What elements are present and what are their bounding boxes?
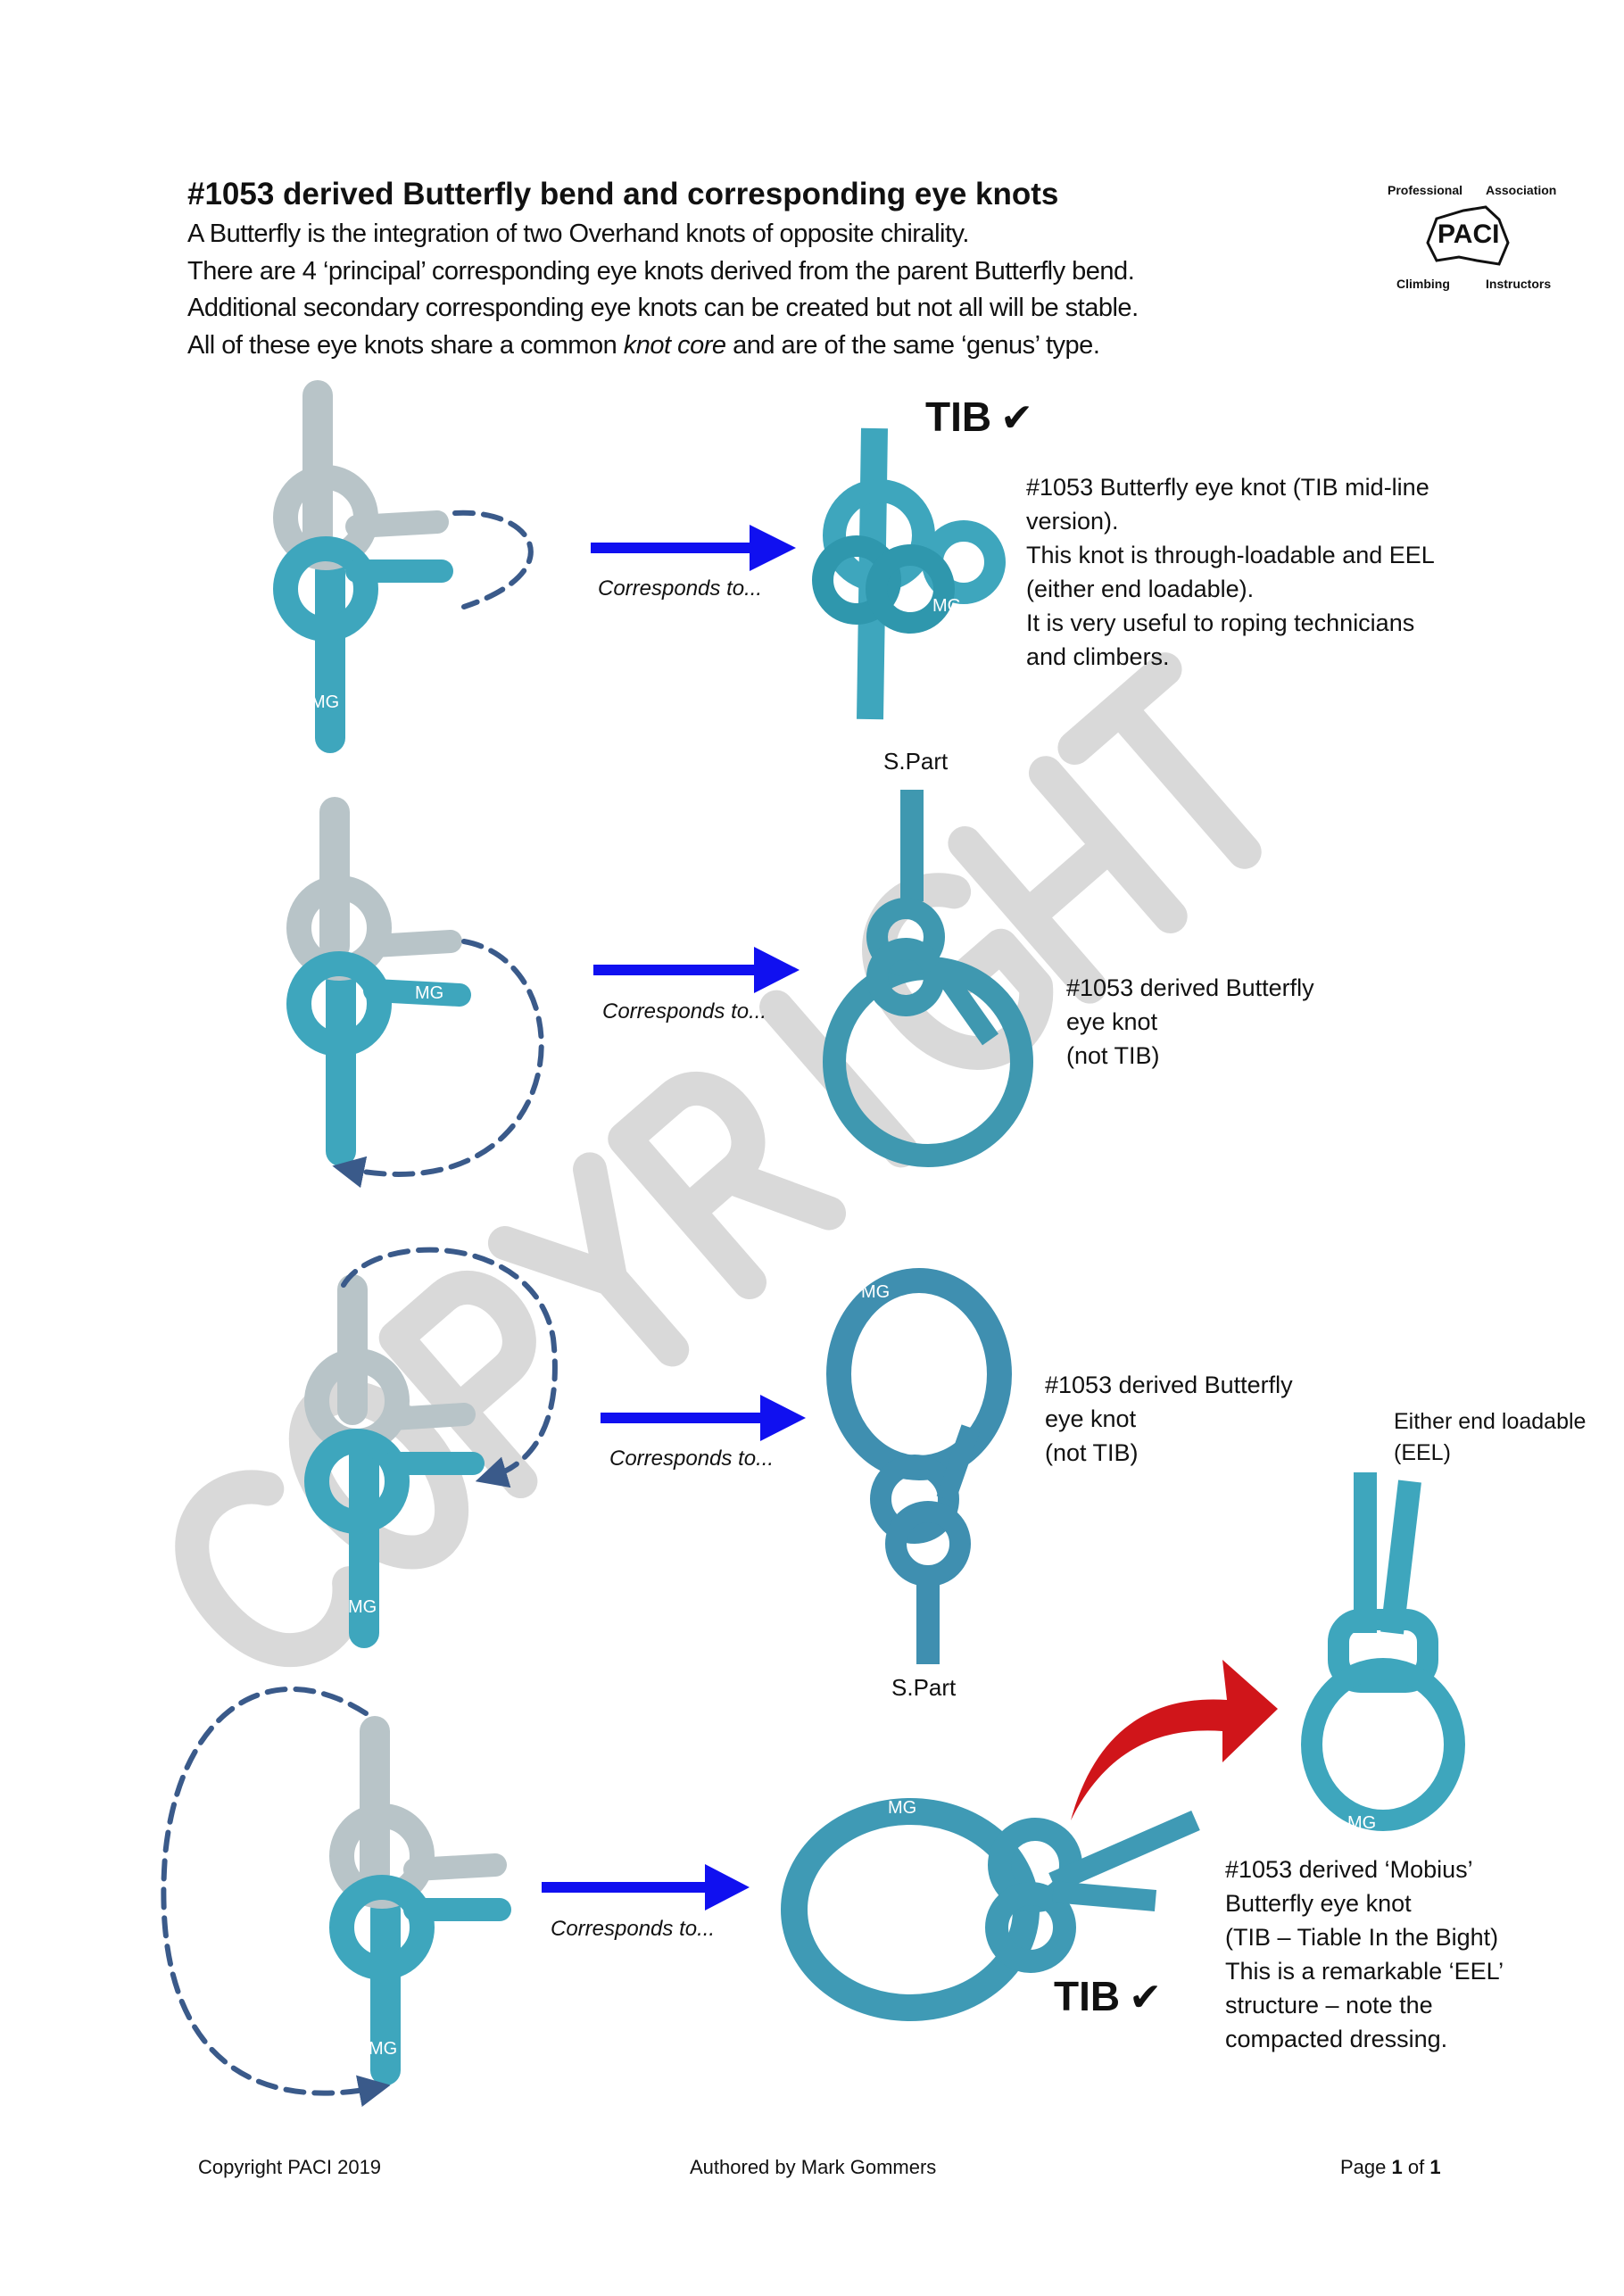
page-title: #1053 derived Butterfly bend and corresp… bbox=[187, 177, 1059, 211]
description-line: eye knot bbox=[1045, 1405, 1137, 1432]
page-current: 1 bbox=[1391, 2156, 1403, 2178]
watermark-letter-r bbox=[608, 1071, 847, 1299]
row2-bend-image bbox=[286, 797, 544, 1189]
description-line: (TIB – Tiable In the Bight) bbox=[1225, 1924, 1499, 1951]
description-line: #1053 derived Butterfly bbox=[1045, 1372, 1293, 1398]
rope-marker: MG bbox=[861, 1282, 891, 1302]
watermark-letter-c bbox=[175, 1470, 367, 1667]
description-line: #1053 Butterfly eye knot (TIB mid-line bbox=[1026, 474, 1429, 501]
footer-page-number: Page 1 of 1 bbox=[1340, 2156, 1441, 2179]
watermark-letter-t bbox=[1057, 652, 1262, 869]
page-total: 1 bbox=[1429, 2156, 1441, 2178]
corresponds-label: Corresponds to... bbox=[602, 999, 767, 1024]
row4-arrow bbox=[542, 1864, 750, 1911]
logo-ring-climbing: Climbing bbox=[1396, 277, 1450, 291]
row1-arrow bbox=[591, 525, 796, 571]
description-line: eye knot bbox=[1066, 1008, 1158, 1035]
red-curved-arrow bbox=[1071, 1660, 1278, 1820]
standing-part-label: S.Part bbox=[891, 1674, 957, 1701]
description-line: (not TIB) bbox=[1045, 1439, 1139, 1466]
checkmark-icon: ✔ bbox=[1129, 1976, 1162, 2019]
rope-marker: MG bbox=[906, 1167, 935, 1187]
rope-marker: MG bbox=[369, 2039, 398, 2059]
intro-italic-term: knot core bbox=[623, 330, 726, 360]
watermark-letter-p bbox=[378, 1271, 538, 1499]
description-line: compacted dressing. bbox=[1225, 2026, 1448, 2052]
intro-text: and are of the same ‘genus’ type. bbox=[725, 330, 1100, 360]
description-line: and climbers. bbox=[1026, 643, 1170, 670]
intro-text: All of these eye knots share a common bbox=[187, 330, 624, 360]
watermark-letter-y bbox=[487, 1152, 690, 1367]
tib-badge: TIB✔ bbox=[925, 393, 1033, 441]
logo-center-text: PACI bbox=[1438, 220, 1500, 249]
page-prefix: Page bbox=[1340, 2156, 1392, 2178]
logo-ring-professional: Professional bbox=[1388, 183, 1463, 197]
description-line: It is very useful to roping technicians bbox=[1026, 609, 1415, 636]
row4-bend-image bbox=[161, 1687, 511, 2107]
description-line: Butterfly eye knot bbox=[1225, 1890, 1412, 1917]
watermark-letter-h bbox=[948, 756, 1188, 1004]
intro-line: A Butterfly is the integration of two Ov… bbox=[187, 220, 969, 248]
intro-paragraph: A Butterfly is the integration of two Ov… bbox=[187, 216, 1139, 364]
description-line: #1053 derived ‘Mobius’ bbox=[1225, 1856, 1473, 1883]
row1-eye-knot-image bbox=[812, 427, 1006, 720]
description-line: This knot is through-loadable and EEL bbox=[1026, 542, 1435, 568]
corresponds-label: Corresponds to... bbox=[551, 1917, 716, 1941]
row4-eye-knot-image bbox=[781, 1798, 1200, 2021]
eel-note: Either end loadable (EEL) bbox=[1394, 1406, 1586, 1469]
row1-description: #1053 Butterfly eye knot (TIB mid-line v… bbox=[1026, 470, 1435, 674]
row2-arrow bbox=[593, 947, 800, 993]
paci-logo-outline bbox=[1426, 205, 1510, 266]
eel-note-line: (EEL) bbox=[1394, 1440, 1451, 1465]
eel-note-line: Either end loadable bbox=[1394, 1409, 1587, 1434]
row3-bend-image bbox=[304, 1247, 558, 1648]
intro-line: Additional secondary corresponding eye k… bbox=[187, 294, 1139, 322]
row3-eye-knot-image bbox=[826, 1268, 1012, 1664]
rope-marker: MG bbox=[932, 596, 962, 616]
row1-bend-image bbox=[273, 380, 534, 753]
eel-knot-image bbox=[1301, 1472, 1465, 1831]
page-of: of bbox=[1402, 2156, 1430, 2178]
row2-description: #1053 derived Butterfly eye knot (not TI… bbox=[1066, 971, 1314, 1073]
row3-arrow bbox=[601, 1395, 806, 1441]
footer-copyright: Copyright PACI 2019 bbox=[198, 2156, 382, 2178]
corresponds-label: Corresponds to... bbox=[609, 1446, 775, 1471]
corresponds-label: Corresponds to... bbox=[598, 576, 763, 601]
rope-marker: MG bbox=[311, 692, 340, 712]
intro-line: There are 4 ‘principal’ corresponding ey… bbox=[187, 256, 1135, 286]
tib-badge: TIB✔ bbox=[1054, 1972, 1162, 2020]
logo-ring-association: Association bbox=[1486, 183, 1557, 197]
standing-part-label: S.Part bbox=[883, 748, 949, 775]
tib-label: TIB bbox=[1054, 1973, 1121, 2019]
rope-marker: MG bbox=[1347, 1813, 1377, 1833]
footer-author: Authored by Mark Gommers bbox=[690, 2156, 937, 2178]
checkmark-icon: ✔ bbox=[1000, 396, 1033, 440]
logo-ring-instructors: Instructors bbox=[1486, 277, 1552, 291]
row4-description: #1053 derived ‘Mobius’ Butterfly eye kno… bbox=[1225, 1853, 1504, 2056]
tib-label: TIB bbox=[925, 394, 992, 440]
rope-marker: MG bbox=[415, 983, 444, 1003]
row2-eye-knot-image bbox=[823, 790, 1033, 1167]
row3-description: #1053 derived Butterfly eye knot (not TI… bbox=[1045, 1368, 1293, 1470]
rope-marker: MG bbox=[348, 1597, 377, 1617]
description-line: (either end loadable). bbox=[1026, 576, 1255, 602]
intro-line: All of these eye knots share a common kn… bbox=[187, 327, 1139, 365]
rope-marker: MG bbox=[888, 1798, 917, 1818]
description-line: structure – note the bbox=[1225, 1992, 1433, 2018]
description-line: (not TIB) bbox=[1066, 1042, 1160, 1069]
description-line: #1053 derived Butterfly bbox=[1066, 974, 1314, 1001]
description-line: This is a remarkable ‘EEL’ bbox=[1225, 1958, 1504, 1985]
description-line: version). bbox=[1026, 508, 1119, 535]
